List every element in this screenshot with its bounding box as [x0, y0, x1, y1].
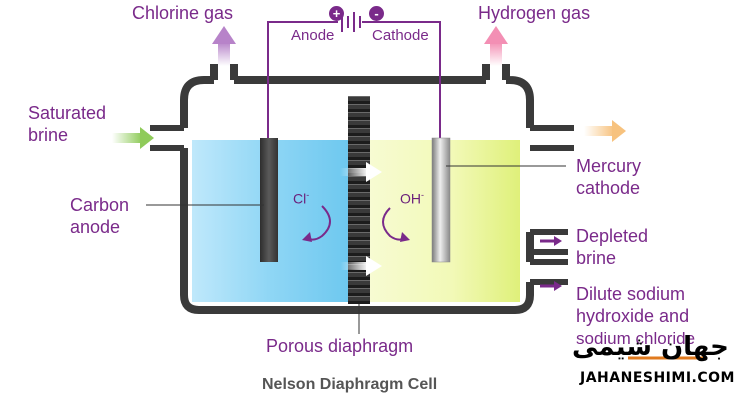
diagram-caption: Nelson Diaphragm Cell [262, 376, 438, 393]
chloride-ion-text: Cl [293, 190, 307, 207]
cathode-label: Cathode [372, 27, 429, 44]
chloride-ion-label: Cl- [293, 190, 309, 207]
anode-wire [267, 21, 338, 138]
carbon-anode-label-line1: Carbon [70, 195, 130, 215]
dilute-outlet-pipe [530, 259, 568, 285]
watermark-url: JAHANESHIMI.COM [580, 370, 735, 386]
chloride-ion-charge: - [306, 190, 310, 200]
cl-curved-arrow-icon [302, 205, 331, 242]
hydroxide-ion-label: OH- [400, 190, 424, 207]
hydroxide-ion-charge: - [421, 190, 424, 200]
mercury-cathode-rod [431, 137, 451, 263]
mercury-cathode-label-line2: cathode [576, 178, 641, 198]
top-outlet-pipe [530, 125, 574, 151]
dilute-label-line1: Dilute sodium [576, 284, 686, 304]
saturated-brine-label-line1: Saturated [28, 103, 107, 123]
hydrogen-gas-label: Hydrogen gas [478, 3, 591, 23]
brine-inlet-arrow-right-icon [112, 127, 154, 149]
dilute-label-line2: hydroxide and [576, 306, 690, 326]
hydrogen-arrow-up-icon [484, 26, 508, 66]
depleted-arrow-right-icon [540, 236, 562, 246]
depleted-brine-label-line2: brine [576, 248, 617, 268]
dilute-arrow-right-icon [540, 281, 562, 291]
dilute-label-line3: sodium chloride [576, 329, 696, 348]
depleted-outlet-pipe [530, 229, 568, 255]
tank-outline [180, 64, 534, 314]
saturated-brine-label-line2: brine [28, 125, 69, 145]
top-outlet-arrow-right-icon [584, 120, 626, 142]
carbon-anode-rod [260, 138, 278, 262]
battery-icon [341, 12, 361, 32]
chlorine-gas-label: Chlorine gas [132, 3, 234, 23]
flow-arrow-upper-icon [340, 162, 382, 182]
battery-minus-sign: - [369, 6, 384, 21]
mercury-cathode-label-line1: Mercury [576, 156, 642, 176]
battery-plus-sign: + [329, 6, 344, 21]
porous-diaphragm [348, 96, 370, 304]
brine-inlet-pipe [150, 125, 184, 151]
carbon-anode-label-line2: anode [70, 217, 121, 237]
anode-label: Anode [291, 27, 335, 44]
porous-diaphragm-label: Porous diaphragm [266, 336, 414, 356]
chlorine-arrow-up-icon [212, 26, 236, 66]
hydroxide-ion-text: OH [400, 190, 421, 207]
flow-arrow-lower-icon [340, 256, 382, 276]
depleted-brine-label-line1: Depleted [576, 226, 649, 246]
watermark-arabic-logo: جهان شیمی [572, 332, 729, 362]
oh-curved-arrow-icon [382, 207, 410, 242]
cathode-wire [362, 21, 441, 138]
